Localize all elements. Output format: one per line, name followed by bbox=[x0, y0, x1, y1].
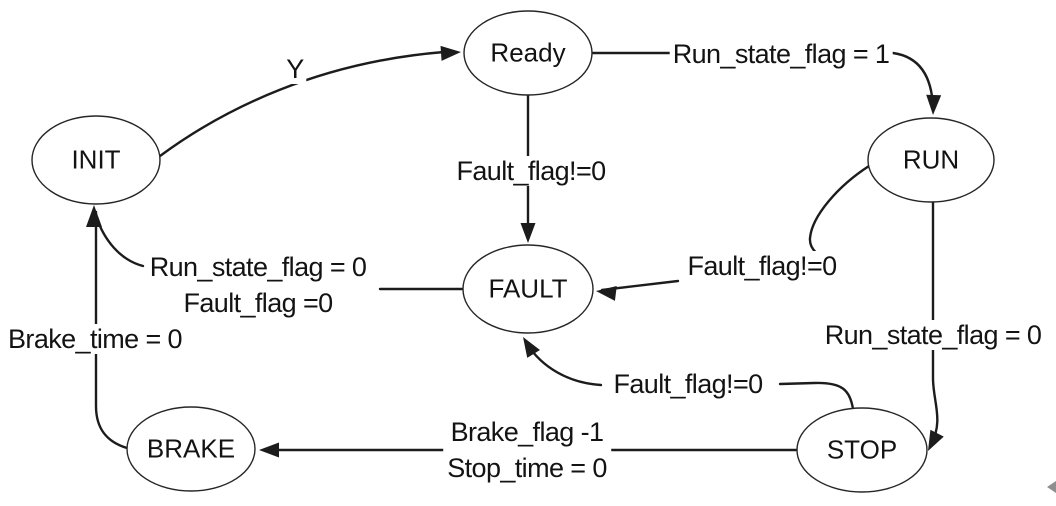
transition-label-init-ready: Y bbox=[283, 54, 307, 84]
transition-init-ready-path bbox=[158, 50, 446, 158]
arrowhead-into-stop bbox=[928, 429, 944, 451]
arrowhead-into-run bbox=[926, 94, 942, 115]
state-fault-ellipse bbox=[462, 244, 594, 334]
arrowhead-into-ready bbox=[440, 45, 461, 61]
state-stop-ellipse bbox=[796, 407, 928, 493]
arrowhead-run-into-fault bbox=[596, 285, 617, 301]
transition-stop-fault-path bbox=[778, 381, 855, 411]
state-label-fault: FAULT bbox=[488, 273, 568, 304]
arrowhead-ready-into-fault bbox=[520, 223, 536, 243]
transition-label-ready-fault: Fault_flag!=0 bbox=[453, 156, 609, 186]
transition-label-stop-brake: Brake_flag -1 Stop_time = 0 bbox=[443, 414, 611, 486]
state-brake-ellipse bbox=[126, 406, 256, 492]
transition-run-fault-path bbox=[808, 164, 871, 264]
arrowheads bbox=[86, 45, 944, 458]
transition-brake-init-path bbox=[94, 210, 129, 450]
state-label-stop: STOP bbox=[826, 434, 898, 465]
state-ready-ellipse bbox=[463, 10, 593, 96]
arrowhead-stop-into-fault bbox=[523, 337, 540, 358]
transition-label-fault-init-line1: Run_state_flag = 0 bbox=[149, 252, 367, 282]
transition-label-run-stop: Run_state_flag = 0 bbox=[821, 320, 1045, 350]
corner-arrow-icon[interactable] bbox=[1047, 481, 1056, 493]
arrowhead-into-init bbox=[86, 205, 102, 227]
state-label-brake: BRAKE bbox=[146, 433, 236, 464]
state-init-ellipse bbox=[31, 115, 161, 205]
arrowhead-into-brake bbox=[259, 442, 279, 458]
transition-label-fault-init-line2: Fault_flag =0 bbox=[183, 288, 333, 318]
state-run-ellipse bbox=[867, 117, 995, 203]
transition-label-brake-init: Brake_time = 0 bbox=[5, 324, 185, 354]
state-label-run: RUN bbox=[902, 144, 960, 175]
transition-label-stop-fault: Fault_flag!=0 bbox=[610, 369, 766, 399]
transition-label-fault-init: Run_state_flag = 0 Fault_flag =0 bbox=[145, 249, 371, 321]
transition-label-run-fault: Fault_flag!=0 bbox=[684, 251, 840, 281]
transition-label-stop-brake-line1: Brake_flag -1 bbox=[450, 417, 604, 447]
state-label-ready: Ready bbox=[490, 37, 566, 68]
transition-label-stop-brake-line2: Stop_time = 0 bbox=[447, 453, 607, 483]
transition-label-ready-run: Run_state_flag = 1 bbox=[669, 39, 893, 69]
transition-fault-init-curve bbox=[94, 214, 145, 268]
state-label-init: INIT bbox=[71, 144, 121, 175]
